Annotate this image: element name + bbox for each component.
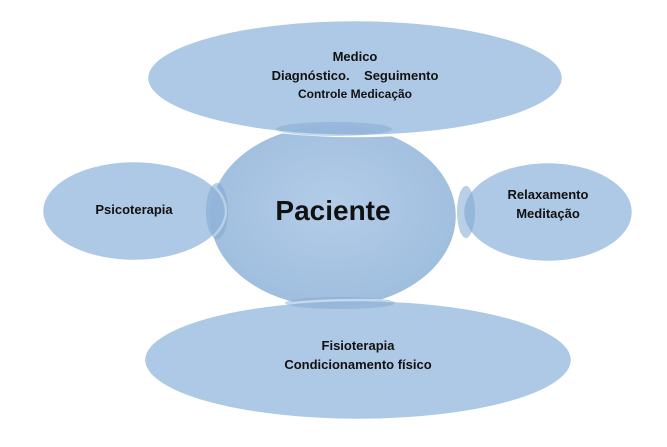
center-label: Paciente [275, 195, 391, 226]
bottom-label: Fisioterapia Condicionamento físico [258, 337, 458, 375]
top-ellipse [145, 18, 565, 138]
right-line-2: Meditação [516, 205, 580, 221]
overlap-left [206, 183, 228, 239]
top-line-2-a: Diagnóstico. [271, 67, 350, 83]
right-line-1: Relaxamento [507, 187, 589, 202]
bottom-line-2: Condicionamento físico [284, 356, 432, 372]
top-line-3: Controle Medicação [297, 86, 413, 101]
top-label: Medico Diagnóstico. Seguimento Controle … [255, 48, 455, 103]
left-label: Psicoterapia [95, 202, 173, 217]
overlap-bottom [285, 297, 395, 309]
top-line-2-b: Seguimento [364, 67, 439, 83]
top-line-2: Diagnóstico. Seguimento [255, 67, 455, 86]
bottom-line-1: Fisioterapia [321, 338, 395, 353]
right-label: Relaxamento Meditação [478, 186, 618, 224]
overlap-right [457, 186, 475, 238]
overlap-top [276, 122, 392, 136]
bottom-ellipse [142, 298, 574, 422]
top-line-1: Medico [332, 49, 378, 64]
